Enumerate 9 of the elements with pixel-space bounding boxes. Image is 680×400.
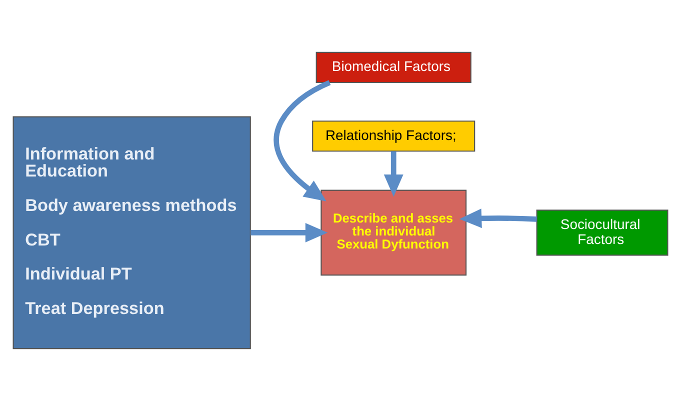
arrow [383, 150, 403, 196]
node-box: Sociocultural Factors [536, 209, 668, 256]
arrow [273, 80, 330, 201]
node-box: Describe and asses the individual Sexual Dyfunction [320, 189, 466, 276]
arrow [458, 208, 536, 228]
node-box: Relationship Factors; [312, 120, 475, 152]
node-box: Information and Education Body awareness methods CBT Individual PT Treat Depression [12, 116, 250, 349]
node-box: Biomedical Factors [315, 51, 471, 83]
arrow [250, 222, 328, 242]
